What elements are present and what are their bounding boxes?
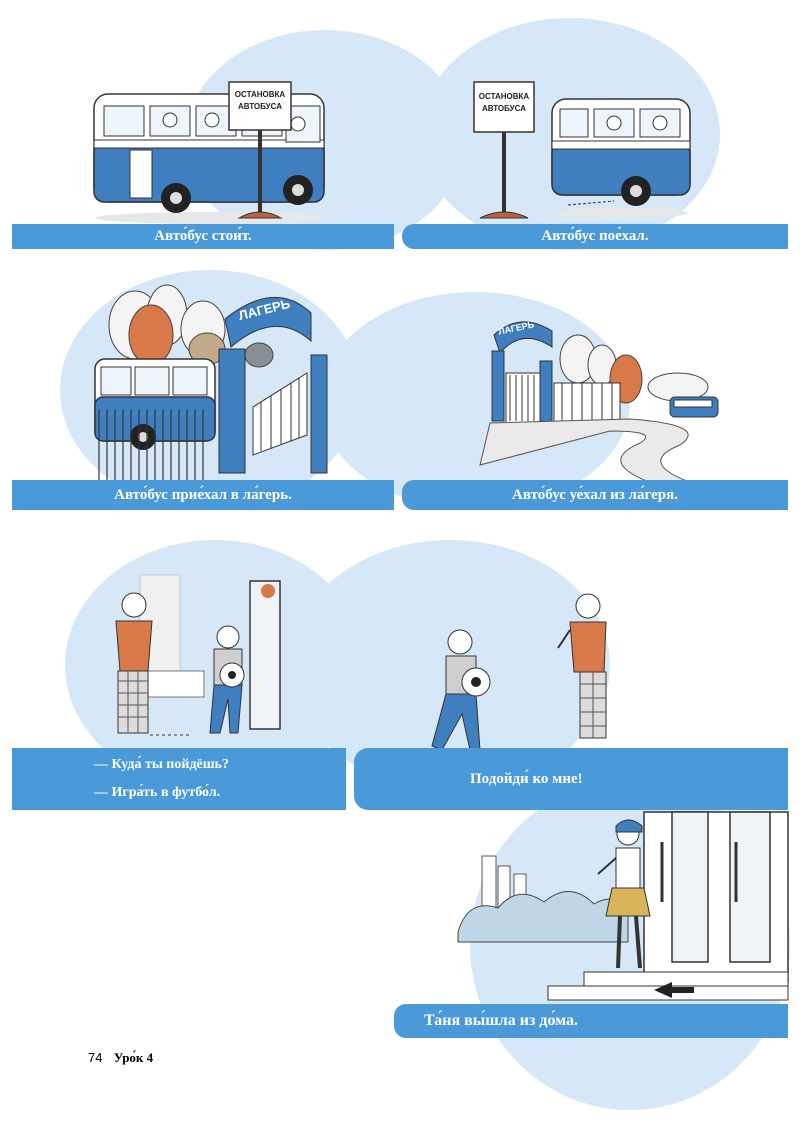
caption-band: Авто́бус уе́хал из ла́геря. — [402, 480, 788, 510]
house-door — [671, 811, 709, 963]
boy-head — [447, 629, 473, 655]
page-number: 74 — [88, 1050, 103, 1065]
porch-step — [583, 971, 789, 987]
man-vest — [569, 621, 607, 673]
man-head — [121, 592, 147, 618]
girl-skirt — [605, 887, 651, 917]
sign-line: АВТОБУСА — [237, 102, 283, 111]
departing-bus-illustration — [551, 98, 691, 218]
bus-stop-sign-pole — [228, 81, 292, 219]
lesson-label: Уро́к 4 — [113, 1050, 154, 1065]
caption-text: Та́ня вы́шла из до́ма. — [424, 1012, 578, 1029]
caption-band: Подойди́ ко мне! — [354, 748, 788, 810]
girl-top — [615, 847, 641, 889]
boy-trousers — [209, 684, 243, 734]
caption-text: Авто́бус пое́хал. — [541, 228, 649, 244]
boy-head — [216, 625, 240, 649]
sign-line: ОСТАНОВКА — [478, 92, 530, 101]
man-vest — [115, 620, 153, 672]
gate-pillar — [539, 360, 553, 428]
dialog-line: — Куда́ ты пойдёшь? — [94, 757, 229, 772]
page-footer: 74 Уро́к 4 — [88, 1050, 153, 1066]
caption-text: Подойди́ ко мне! — [470, 770, 583, 787]
bus-stop-sign-text: ОСТАНОВКА АВТОБУСА — [229, 89, 291, 113]
sign-line: ОСТАНОВКА — [234, 90, 286, 99]
caption-band: Авто́бус пое́хал. — [402, 224, 788, 249]
tanya-leaves-house-illustration — [457, 811, 789, 1001]
boy-approaches-man-illustration — [431, 593, 607, 751]
bus-stop-sign-text: ОСТАНОВКА АВТОБУСА — [474, 91, 534, 115]
dialog-line: — Игра́ть в футбо́л. — [94, 785, 221, 800]
caption-band: Авто́бус стои́т. — [12, 224, 394, 249]
gate-arch — [493, 321, 553, 355]
man-trousers — [117, 670, 149, 734]
camp-departure-illustration — [479, 321, 719, 490]
dialog-band: — Куда́ ты пойдёшь? — Игра́ть в футбо́л. — [12, 748, 346, 810]
caption-band: Авто́бус прие́хал в ла́герь. — [12, 480, 394, 510]
gate-pillar — [491, 350, 505, 422]
camp-arrival-illustration — [94, 284, 328, 480]
exit-arrow — [654, 982, 694, 998]
caption-band: Та́ня вы́шла из до́ма. — [394, 1004, 788, 1038]
bus-stop-sign-pole — [473, 81, 535, 219]
gate-pillar — [310, 354, 328, 474]
bus-stop-illustration — [93, 93, 325, 224]
boy-trousers — [431, 693, 481, 751]
caption-text: Авто́бус прие́хал в ла́герь. — [114, 486, 292, 503]
road — [479, 418, 711, 490]
sign-line: АВТОБУСА — [481, 104, 527, 113]
man-and-boy-door-illustration — [115, 574, 281, 736]
gate-pillar — [218, 348, 246, 474]
gate-arch — [224, 296, 312, 348]
caption-text: Авто́бус стои́т. — [154, 228, 252, 244]
door — [249, 580, 281, 730]
man-head — [575, 593, 601, 619]
caption-text: Авто́бус уе́хал из ла́геря. — [512, 486, 678, 503]
